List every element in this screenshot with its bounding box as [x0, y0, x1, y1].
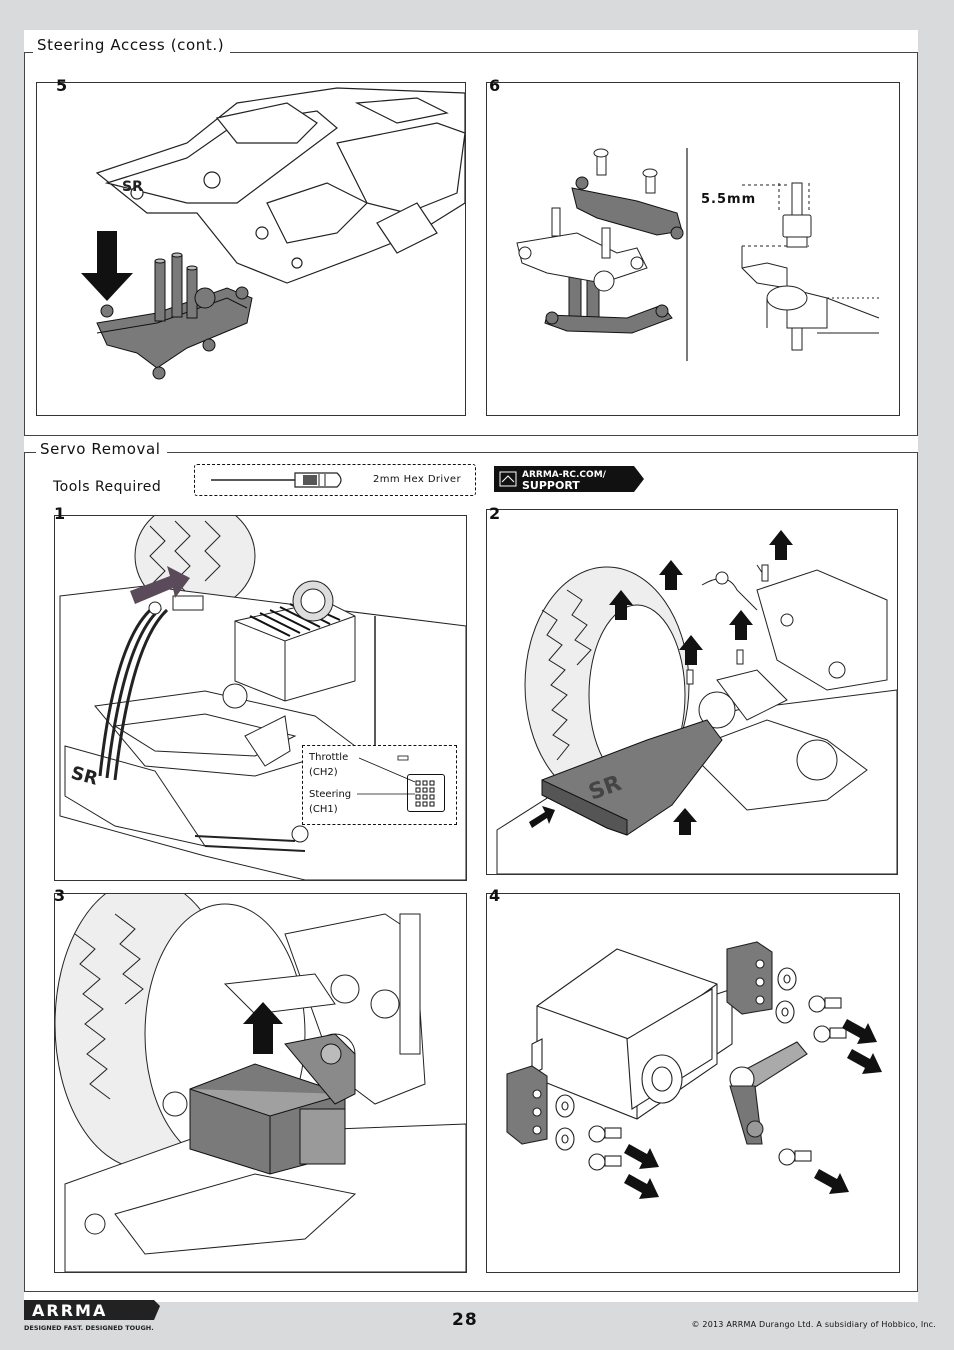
copyright-text: © 2013 ARRMA Durango Ltd. A subsidiary o…: [691, 1320, 936, 1329]
step-3-panel: [54, 893, 467, 1273]
step-4-panel: [486, 893, 900, 1273]
brand-name: ARRMA: [32, 1301, 107, 1320]
receiver-icon: [407, 774, 445, 812]
arrow-down-icon: [81, 231, 133, 301]
tool-name: 2mm Hex Driver: [373, 474, 461, 485]
support-badge-line2: SUPPORT: [522, 479, 580, 492]
arrow-up-icon: [609, 590, 633, 620]
arrow-up-icon: [243, 1002, 283, 1054]
step-1-number: 1: [54, 504, 66, 523]
step-5-illustration: SR: [81, 87, 465, 380]
step-3-number: 3: [54, 886, 66, 905]
step-4-illustration: [506, 941, 882, 1199]
brand-tagline: DESIGNED FAST. DESIGNED TOUGH.: [24, 1324, 154, 1332]
receiver-callout: Throttle (CH2) Steering (CH1): [302, 745, 457, 825]
step-2-panel: SR: [486, 509, 898, 875]
arrow-diagonal-icon: [842, 1019, 877, 1044]
arrow-up-icon: [729, 610, 753, 640]
support-badge[interactable]: ARRMA-RC.COM/ SUPPORT: [494, 462, 644, 496]
tools-required-label: Tools Required: [53, 479, 162, 495]
step-1-illustration: SR: [59, 516, 466, 880]
throttle-channel-label: (CH2): [309, 767, 338, 778]
tool-box: 2mm Hex Driver: [194, 464, 476, 496]
step-2-number: 2: [489, 504, 501, 523]
hex-driver-icon: [211, 472, 342, 488]
arrow-diagonal-icon: [814, 1169, 849, 1194]
arrow-up-icon: [769, 530, 793, 560]
step-2-illustration: SR: [496, 530, 897, 874]
throttle-label: Throttle: [309, 752, 349, 763]
page-number: 28: [452, 1310, 478, 1330]
arrow-up-icon: [679, 635, 703, 665]
measurement-label: 5.5mm: [701, 192, 757, 207]
svg-text:SR: SR: [122, 179, 143, 195]
steering-channel-label: (CH1): [309, 804, 338, 815]
servo-removal-title: Servo Removal: [36, 440, 167, 458]
callout-leader-lines: [357, 755, 416, 795]
step-3-illustration: [55, 894, 466, 1272]
support-badge-icon: ARRMA-RC.COM/ SUPPORT: [494, 466, 644, 492]
step-6-number: 6: [489, 76, 501, 95]
arrow-diagonal-icon: [130, 566, 190, 604]
arrow-diagonal-icon: [624, 1174, 659, 1199]
step-4-number: 4: [489, 886, 501, 905]
step-1-panel: SR: [54, 515, 467, 881]
steering-access-title: Steering Access (cont.): [33, 36, 231, 54]
step-5-panel: SR: [36, 82, 466, 416]
brand-logo: ARRMA DESIGNED FAST. DESIGNED TOUGH.: [22, 1296, 162, 1334]
arrow-up-icon: [659, 560, 683, 590]
support-badge-line1: ARRMA-RC.COM/: [522, 470, 607, 480]
steering-label: Steering: [309, 789, 352, 800]
arrow-diagonal-icon: [529, 806, 555, 828]
arrow-up-icon: [673, 808, 697, 835]
arrow-diagonal-icon: [847, 1049, 882, 1074]
step-6-illustration: [516, 148, 880, 361]
step-5-number: 5: [56, 76, 68, 95]
step-6-panel: [486, 82, 900, 416]
arrow-diagonal-icon: [624, 1144, 659, 1169]
